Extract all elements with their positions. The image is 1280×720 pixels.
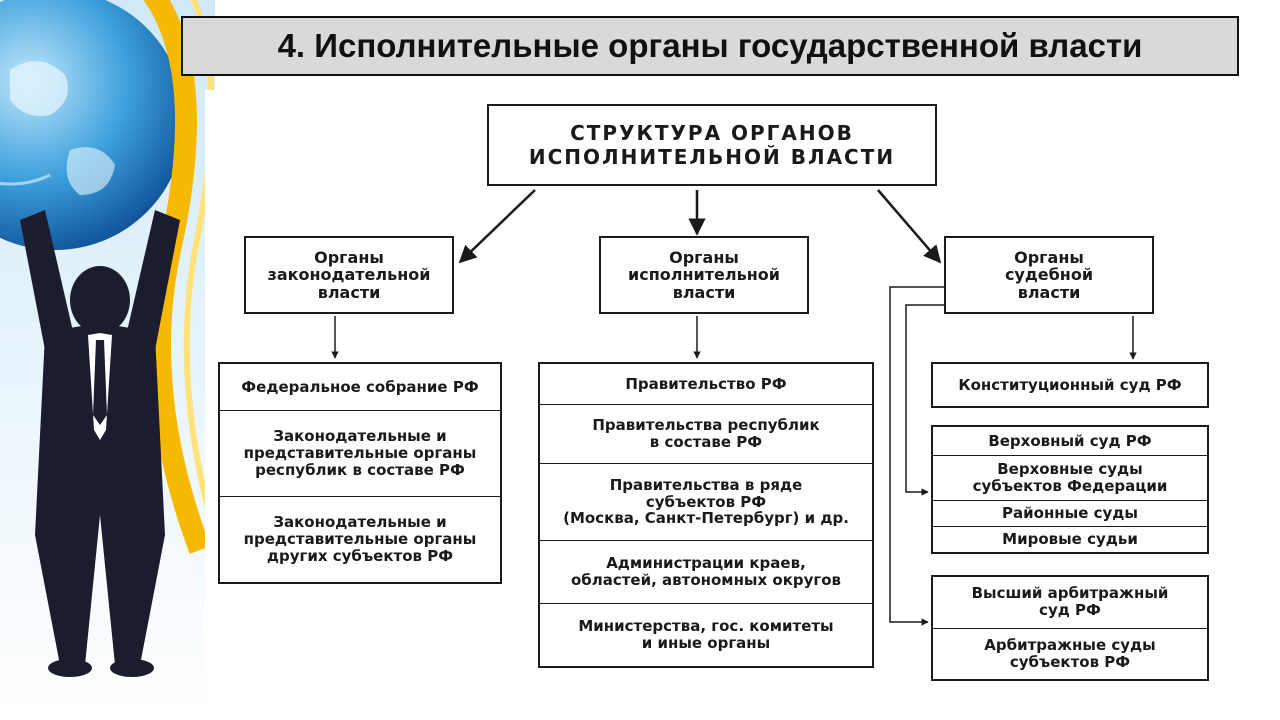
list-item: Верховный суд РФ [988, 431, 1152, 450]
arrow-root-to-judicial [877, 189, 942, 264]
judicial-branch-box: Органы судебной власти [944, 236, 1154, 314]
list-item: Высший арбитражный суд РФ [971, 584, 1169, 620]
connector-judicial-to-arbitration-courts [889, 286, 944, 626]
constitutional-court-box: Конституционный суд РФ [931, 362, 1209, 408]
executive-bodies-list: Правительство РФ Правительства республик… [538, 362, 874, 668]
list-item: Федеральное собрание РФ [241, 377, 479, 396]
background-decoration [0, 0, 215, 720]
general-courts-list: Верховный суд РФ Верховные суды субъекто… [931, 425, 1209, 554]
legislative-bodies-list: Федеральное собрание РФ Законодательные … [218, 362, 502, 584]
root-box: СТРУКТУРА ОРГАНОВ ИСПОЛНИТЕЛЬНОЙ ВЛАСТИ [487, 104, 937, 186]
list-item: Законодательные и представительные орган… [220, 410, 500, 496]
connector-judicial-to-general-courts [905, 304, 944, 496]
arrow-root-to-legislative [458, 189, 536, 264]
legislative-branch-box: Органы законодательной власти [244, 236, 454, 314]
slide-title: 4. Исполнительные органы государственной… [181, 16, 1239, 76]
executive-branch-box: Органы исполнительной власти [599, 236, 809, 314]
list-item: Районные суды [933, 500, 1207, 526]
businessman-globe-illustration [0, 0, 215, 720]
list-item: Мировые судьи [933, 526, 1207, 552]
list-item: Правительства республик в составе РФ [540, 404, 872, 463]
list-item: Законодательные и представительные орган… [220, 496, 500, 582]
list-item: Правительства в ряде субъектов РФ (Москв… [540, 463, 872, 540]
list-item: Арбитражные суды субъектов РФ [933, 627, 1207, 680]
list-item: Верховные суды субъектов Федерации [933, 455, 1207, 500]
list-item: Министерства, гос. комитеты и иные орган… [540, 603, 872, 666]
arbitration-courts-list: Высший арбитражный суд РФ Арбитражные су… [931, 575, 1209, 681]
list-item: Администрации краев, областей, автономны… [540, 540, 872, 603]
list-item: Правительство РФ [625, 374, 787, 393]
